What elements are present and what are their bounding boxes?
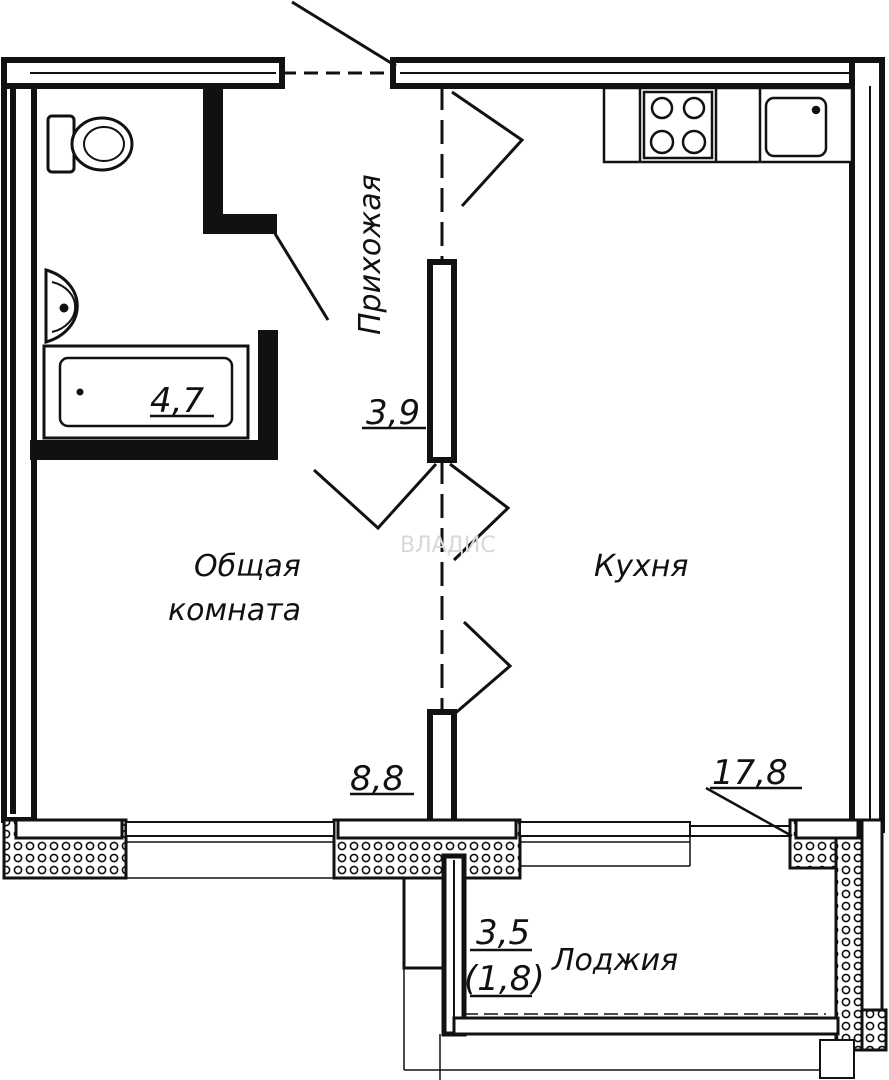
living-area: 8,8	[350, 759, 404, 799]
loggia-walls	[334, 818, 888, 1080]
toilet-icon	[46, 114, 134, 174]
living-name-line2: комната	[168, 593, 301, 628]
hallway-area: 3,9	[366, 393, 420, 433]
outer-walls	[1, 57, 885, 833]
kitchen-area-leader	[705, 786, 793, 838]
bathroom-walls	[30, 86, 278, 460]
kitchen-door-middle	[449, 462, 511, 562]
loggia-name: Лоджия	[551, 943, 678, 978]
hallway-name: Прихожая	[353, 174, 388, 335]
partition-wall-upper	[427, 259, 457, 463]
kitchen-door-upper	[451, 90, 525, 208]
sink-icon	[44, 268, 79, 344]
stove-icon	[642, 90, 714, 160]
bathroom-door	[272, 231, 330, 321]
partition-wall-lower	[427, 709, 457, 825]
bottom-wall	[2, 818, 862, 880]
entrance-door	[291, 0, 397, 68]
living-door	[312, 462, 438, 531]
kitchen-sink-icon	[764, 96, 828, 158]
watermark: ВЛАДИС	[400, 533, 496, 558]
living-name-line1: Общая	[194, 549, 301, 584]
kitchen-area: 17,8	[712, 753, 788, 793]
loggia-area: 3,5	[476, 913, 530, 953]
loggia-area-reduced: (1,8)	[464, 959, 545, 999]
kitchen-door-lower	[451, 620, 513, 718]
bathroom-area: 4,7	[150, 381, 204, 421]
bathtub-icon	[42, 344, 250, 440]
kitchen-name: Кухня	[594, 549, 688, 584]
